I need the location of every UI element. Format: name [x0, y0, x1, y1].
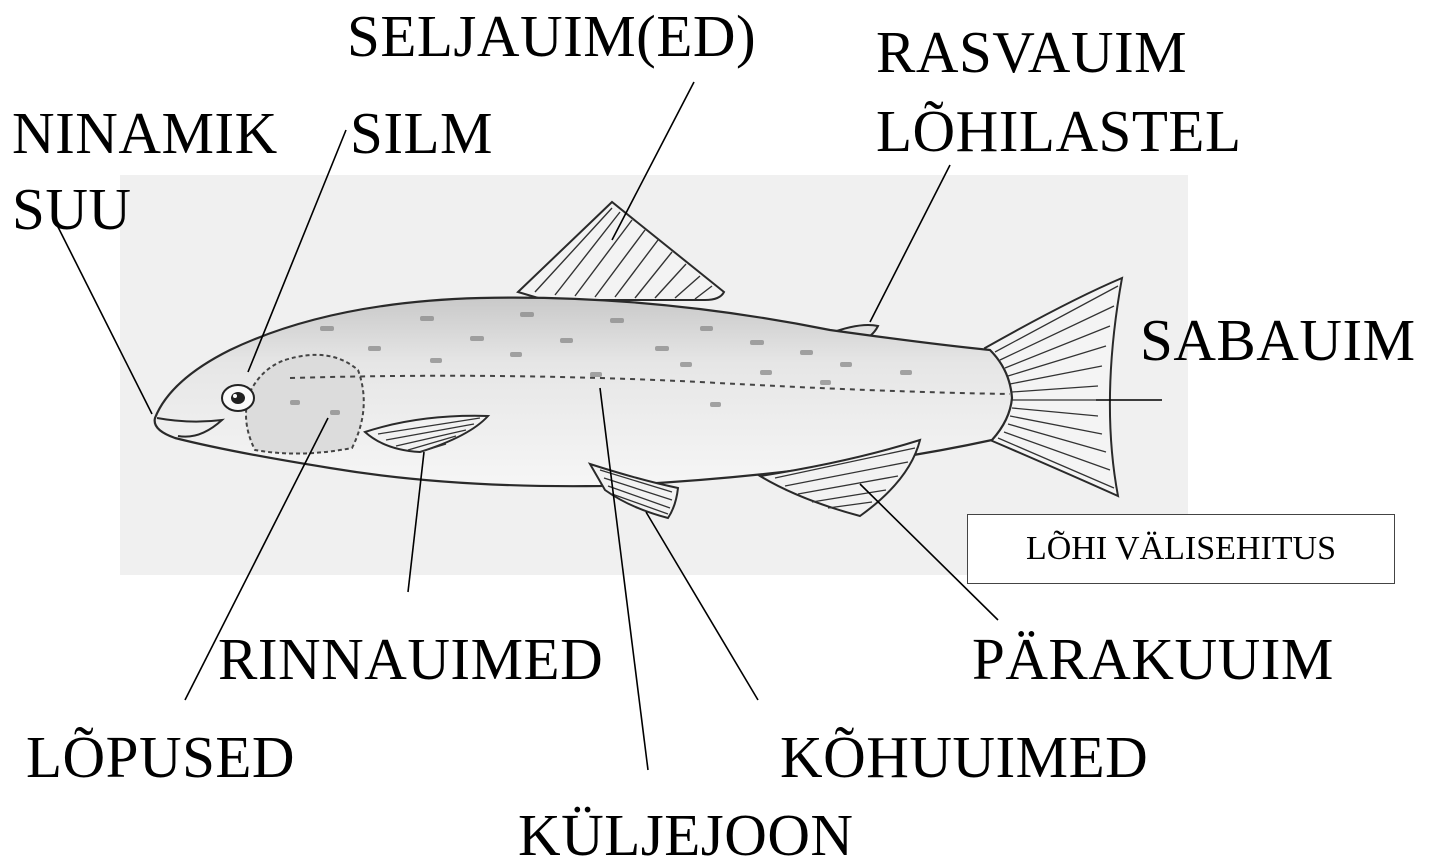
label-seljauim: SELJAUIM(ED)	[347, 6, 756, 66]
label-lopused: LÕPUSED	[26, 727, 295, 787]
label-rasvauim-line1: RASVAUIM	[876, 22, 1187, 82]
eye	[222, 385, 254, 411]
label-ninamik: NINAMIK	[12, 103, 278, 163]
label-silm: SILM	[350, 103, 493, 163]
caption-box: LÕHI VÄLISEHITUS	[967, 514, 1395, 584]
label-parakuuim: PÄRAKUUIM	[972, 629, 1334, 689]
label-kuljejoon: KÜLJEJOON	[518, 805, 854, 865]
label-sabauim: SABAUIM	[1140, 310, 1416, 370]
label-suu: SUU	[12, 179, 132, 239]
caption-text: LÕHI VÄLISEHITUS	[1026, 530, 1336, 568]
label-rinnauimed: RINNAUIMED	[218, 629, 603, 689]
label-kohuuimed: KÕHUUIMED	[780, 727, 1148, 787]
label-rasvauim-line2: LÕHILASTEL	[876, 101, 1241, 161]
